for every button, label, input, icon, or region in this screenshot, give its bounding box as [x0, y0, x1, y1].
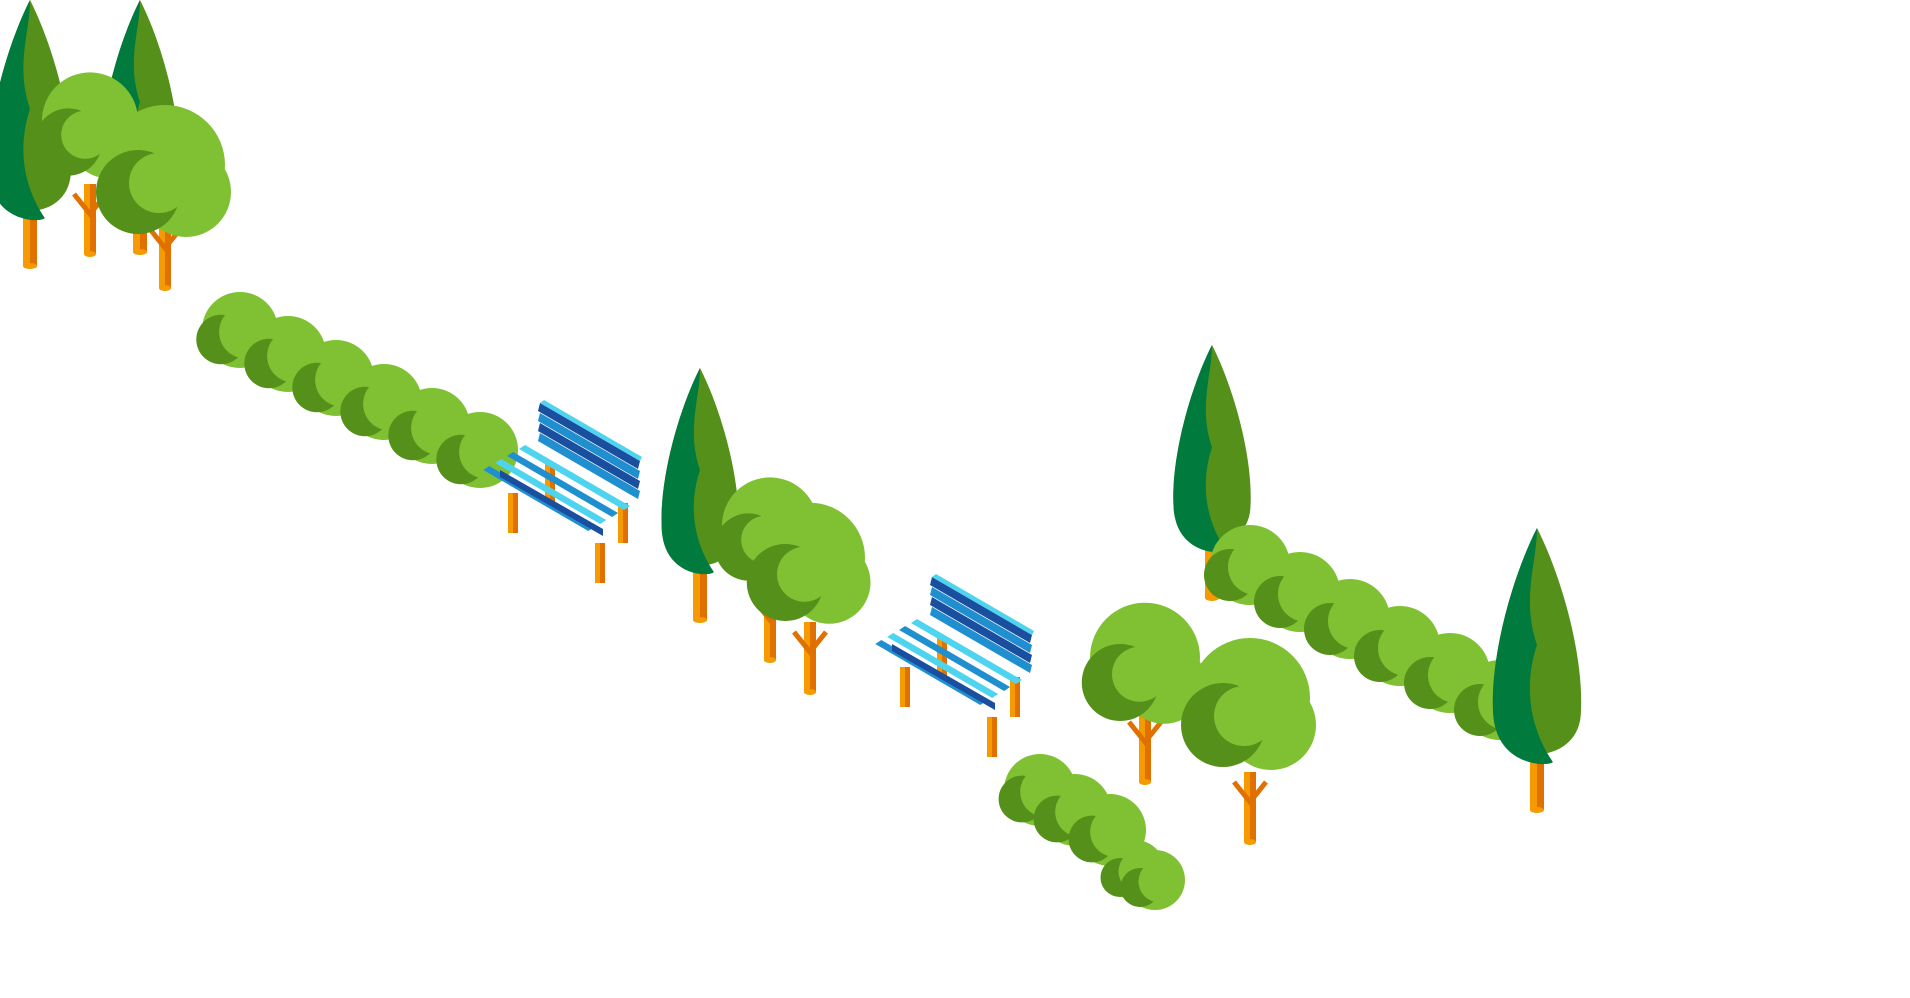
park-bench: [875, 574, 1034, 757]
bench-back-slat: [930, 597, 1032, 663]
bench-back-slat: [930, 587, 1032, 653]
hedge: [1204, 525, 1540, 740]
bench-seat-slat: [507, 452, 619, 517]
bench-seat-slat: [519, 445, 630, 510]
round-tree: [1181, 638, 1316, 845]
cypress-tree: [661, 368, 739, 623]
trunk-shade: [810, 622, 816, 692]
bench-back-slat: [538, 403, 640, 469]
bench-back-slat: [930, 607, 1032, 673]
round-tree: [1081, 602, 1206, 785]
bench-back-slat: [930, 577, 1032, 643]
trunk-shade: [1145, 712, 1151, 782]
cypress-tree: [1492, 528, 1582, 813]
park-bench: [483, 400, 642, 583]
round-tree: [746, 502, 871, 695]
trunk-shade: [90, 184, 96, 254]
cypress-shade: [1173, 345, 1226, 553]
cypress-shade: [0, 0, 45, 221]
bench-back-slat: [538, 413, 640, 479]
trunk-shade: [770, 590, 776, 660]
cypress-shade: [1492, 528, 1553, 765]
trunk-shade: [165, 218, 171, 288]
bench-seat-edge: [892, 644, 995, 710]
bench-seat-edge: [500, 470, 603, 536]
bench-seat-slat: [911, 619, 1022, 684]
bench-back-slat: [538, 423, 640, 489]
bench-seat-slat: [887, 633, 999, 698]
cypress-shade: [661, 368, 714, 575]
hedge: [196, 292, 518, 488]
round-tree: [96, 105, 231, 291]
trunk-shade: [1250, 772, 1256, 842]
bench-back-slat: [538, 433, 640, 499]
hedge: [1100, 840, 1185, 910]
trunk-shade: [700, 562, 707, 620]
trunk-shade: [1537, 752, 1544, 810]
bench-seat-slat: [495, 459, 607, 524]
trunk-shade: [30, 208, 37, 266]
bench-seat-slat: [899, 626, 1011, 691]
